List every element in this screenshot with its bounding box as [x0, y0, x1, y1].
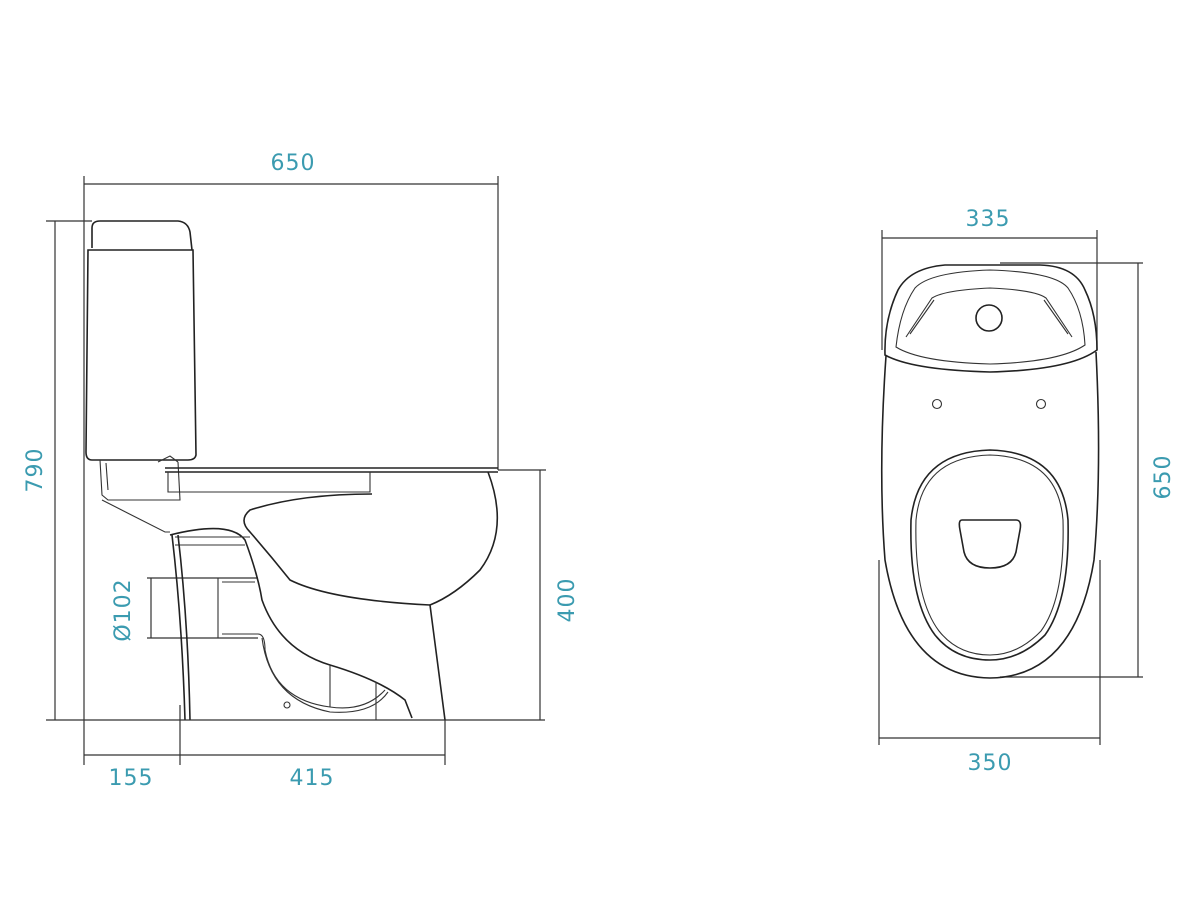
- side-view: 650 790 Ø102 400 155 415: [23, 151, 580, 791]
- seat-lid: [910, 449, 1069, 661]
- dim-label-outlet-diameter: Ø102: [111, 578, 136, 641]
- bowl-outline: [880, 351, 1100, 679]
- dimension-lines-top: [878, 230, 1143, 745]
- dim-label-base-length: 415: [290, 766, 335, 791]
- trapway: [169, 527, 413, 719]
- seat: [165, 467, 498, 473]
- top-view: 335 650 350: [878, 207, 1176, 776]
- dim-label-length: 650: [271, 151, 316, 176]
- dim-label-seat-height: 400: [555, 578, 580, 623]
- flush-button-icon: [975, 304, 1003, 332]
- cistern-top: [884, 264, 1098, 373]
- dim-label-height: 790: [23, 448, 48, 493]
- cistern-lid: [91, 220, 193, 251]
- cistern: [85, 249, 197, 461]
- dim-label-outlet-offset: 155: [109, 766, 154, 791]
- dim-label-bowl-width: 350: [968, 751, 1013, 776]
- dim-label-tank-width: 335: [966, 207, 1011, 232]
- dim-label-top-length: 650: [1151, 455, 1176, 500]
- dimension-lines-side: [46, 176, 546, 765]
- bowl: [429, 471, 499, 721]
